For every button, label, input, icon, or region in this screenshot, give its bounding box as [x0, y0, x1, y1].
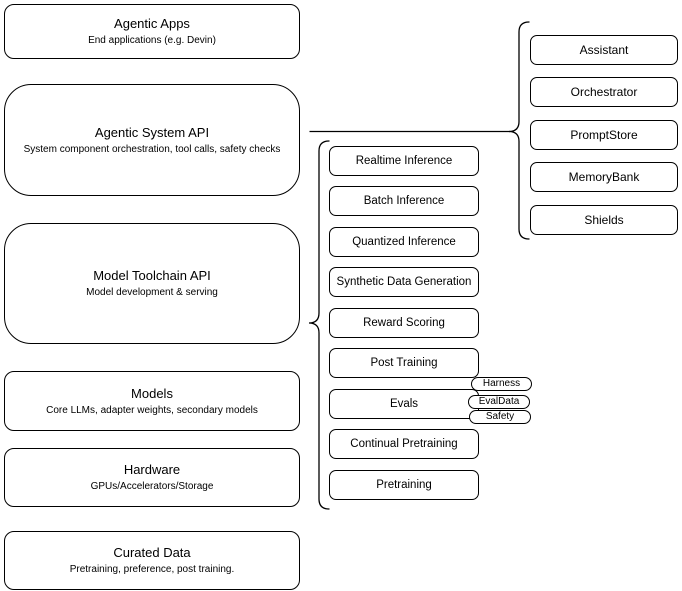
node-subtitle: End applications (e.g. Devin)	[88, 35, 216, 46]
node-hardware: Hardware GPUs/Accelerators/Storage	[4, 448, 300, 507]
eval-tag-harness: Harness	[471, 377, 532, 391]
node-subtitle: Model development & serving	[86, 287, 218, 298]
node-orchestrator: Orchestrator	[530, 77, 678, 107]
node-title: Agentic System API	[94, 124, 210, 140]
node-label: Shields	[584, 213, 624, 227]
tag-label: Harness	[482, 378, 521, 389]
node-label: Batch Inference	[363, 195, 445, 207]
node-batch-inference: Batch Inference	[329, 186, 479, 216]
node-subtitle: System component orchestration, tool cal…	[23, 143, 281, 155]
eval-tag-evaldata: EvalData	[468, 395, 530, 409]
node-evals: Evals	[329, 389, 479, 419]
node-assistant: Assistant	[530, 35, 678, 65]
node-realtime-inference: Realtime Inference	[329, 146, 479, 176]
node-subtitle: GPUs/Accelerators/Storage	[90, 481, 214, 492]
node-label: Reward Scoring	[363, 317, 445, 329]
node-pretraining: Pretraining	[329, 470, 479, 500]
node-shields: Shields	[530, 205, 678, 235]
node-title: Model Toolchain API	[93, 268, 211, 283]
system-components-brace	[508, 21, 530, 240]
node-subtitle: Core LLMs, adapter weights, secondary mo…	[46, 404, 258, 416]
node-label: Orchestrator	[570, 85, 638, 99]
toolchain-brace	[308, 140, 330, 510]
node-label: Synthetic Data Generation	[336, 276, 472, 288]
tag-label: Safety	[485, 411, 515, 422]
node-model-toolchain-api: Model Toolchain API Model development & …	[4, 223, 300, 344]
node-quantized-inference: Quantized Inference	[329, 227, 479, 257]
node-continual-pretraining: Continual Pretraining	[329, 429, 479, 459]
node-synthetic-data-generation: Synthetic Data Generation	[329, 267, 479, 297]
node-subtitle: Pretraining, preference, post training.	[69, 564, 235, 575]
node-label: Pretraining	[376, 479, 432, 491]
node-label: PromptStore	[570, 128, 638, 142]
node-models: Models Core LLMs, adapter weights, secon…	[4, 371, 300, 431]
node-label: Realtime Inference	[355, 155, 453, 167]
node-title: Models	[131, 385, 173, 401]
node-agentic-system-api: Agentic System API System component orch…	[4, 84, 300, 196]
node-curated-data: Curated Data Pretraining, preference, po…	[4, 531, 300, 590]
node-label: MemoryBank	[568, 170, 640, 184]
node-memorybank: MemoryBank	[530, 162, 678, 192]
node-label: Quantized Inference	[352, 236, 456, 248]
node-reward-scoring: Reward Scoring	[329, 308, 479, 338]
node-title: Hardware	[123, 462, 181, 477]
eval-tag-safety: Safety	[469, 410, 531, 424]
node-agentic-apps: Agentic Apps End applications (e.g. Devi…	[4, 4, 300, 59]
tag-label: EvalData	[478, 396, 520, 407]
node-label: Continual Pretraining	[350, 438, 458, 450]
node-label: Evals	[389, 398, 419, 410]
node-label: Post Training	[370, 357, 438, 369]
node-promptstore: PromptStore	[530, 120, 678, 150]
node-post-training: Post Training	[329, 348, 479, 378]
node-title: Agentic Apps	[114, 16, 190, 31]
node-title: Curated Data	[113, 545, 191, 560]
node-label: Assistant	[579, 43, 629, 57]
